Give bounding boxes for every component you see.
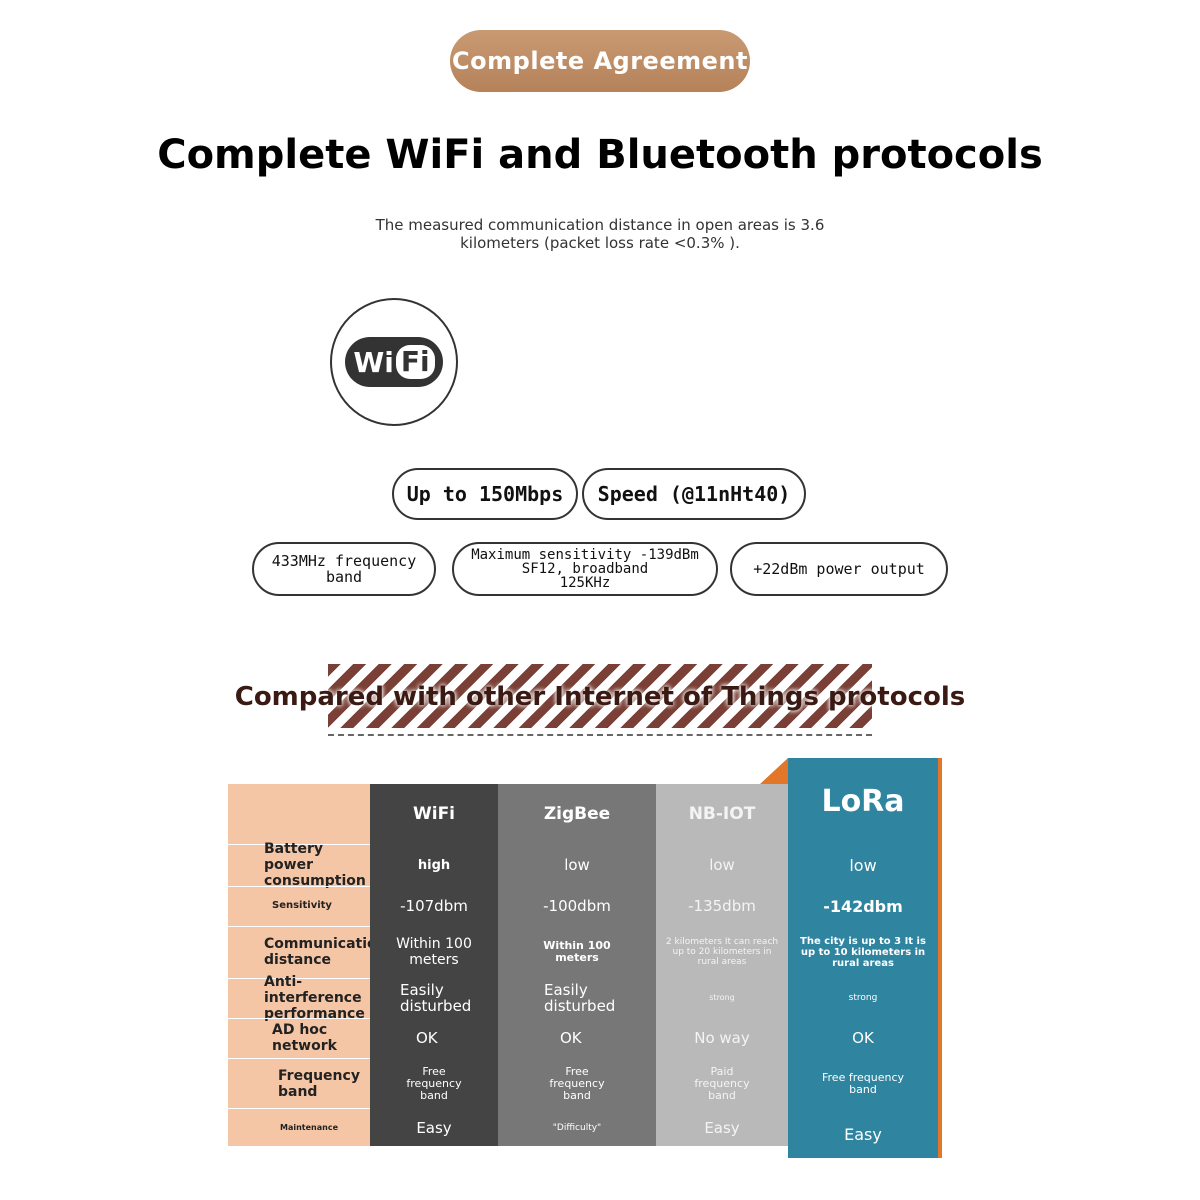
sensitivity-line-1: Maximum sensitivity -139dBm bbox=[471, 547, 699, 563]
row-divider bbox=[228, 1018, 370, 1019]
cell-wifi-anti-interference: Easily disturbed bbox=[400, 981, 472, 1015]
wifi-logo-icon: Wi Fi bbox=[330, 298, 458, 426]
complete-agreement-badge: Complete Agreement bbox=[450, 30, 750, 92]
subtitle: The measured communication distance in o… bbox=[350, 216, 850, 252]
row-divider bbox=[228, 844, 370, 845]
wifi-logo-mark: Wi Fi bbox=[345, 337, 443, 387]
frequency-line-1: 433MHz frequency bbox=[271, 552, 417, 570]
sensitivity-line-2: SF12, broadband bbox=[521, 561, 649, 577]
cell-zigbee-maintenance: "Difficulty" bbox=[552, 1123, 602, 1133]
column-header-lora: LoRa bbox=[821, 783, 905, 819]
wifi-logo-wi: Wi bbox=[353, 345, 394, 379]
row-label-distance: Communication distance bbox=[264, 936, 387, 968]
speed-label: Speed (@11nHt40) bbox=[597, 482, 791, 506]
cell-zigbee-distance: Within 100 meters bbox=[543, 939, 611, 964]
page-title: Complete WiFi and Bluetooth protocols bbox=[157, 132, 1043, 178]
cell-lora-anti-interference: strong bbox=[848, 993, 878, 1003]
cell-nbiot-ad-hoc: No way bbox=[694, 1029, 750, 1047]
cell-wifi-ad-hoc: OK bbox=[416, 1029, 438, 1047]
cell-zigbee-sensitivity: -100dbm bbox=[543, 897, 611, 915]
comparison-title: Compared with other Internet of Things p… bbox=[234, 682, 966, 712]
cell-nbiot-maintenance: Easy bbox=[704, 1119, 740, 1137]
cell-wifi-maintenance: Easy bbox=[416, 1119, 452, 1137]
column-header-zigbee: ZigBee bbox=[543, 804, 611, 824]
cell-wifi-distance: Within 100 meters bbox=[396, 936, 472, 968]
cell-zigbee-frequency: Free frequency band bbox=[549, 1065, 605, 1102]
power-output: +22dBm power output bbox=[753, 560, 925, 578]
column-lora: LoRa low -142dbm The city is up to 3 It … bbox=[788, 758, 942, 1158]
speed-value-pill: Up to 150Mbps bbox=[392, 468, 578, 520]
cell-nbiot-sensitivity: -135dbm bbox=[688, 897, 756, 915]
column-header-nbiot: NB-IOT bbox=[688, 804, 756, 824]
cell-zigbee-battery: low bbox=[564, 856, 590, 874]
speed-label-pill: Speed (@11nHt40) bbox=[582, 468, 806, 520]
cell-lora-battery: low bbox=[849, 855, 877, 875]
column-wifi: WiFi high -107dbm Within 100 meters Easi… bbox=[370, 784, 498, 1146]
cell-wifi-battery: high bbox=[417, 857, 451, 873]
lora-accent-corner bbox=[760, 758, 788, 784]
subtitle-line-2: kilometers (packet loss rate <0.3% ). bbox=[460, 234, 740, 252]
cell-wifi-sensitivity: -107dbm bbox=[400, 897, 468, 915]
row-label-frequency: Frequency band bbox=[278, 1068, 360, 1100]
row-label-anti-interference: Anti-interference performance bbox=[264, 974, 365, 1022]
cell-zigbee-ad-hoc: OK bbox=[560, 1029, 582, 1047]
cell-nbiot-distance: 2 kilometers It can reach up to 20 kilom… bbox=[665, 937, 779, 967]
cell-lora-ad-hoc: OK bbox=[852, 1029, 874, 1047]
column-nbiot: NB-IOT low -135dbm 2 kilometers It can r… bbox=[656, 784, 788, 1146]
wifi-logo-fi: Fi bbox=[395, 345, 435, 379]
sensitivity-pill: Maximum sensitivity -139dBm SF12, broadb… bbox=[452, 542, 718, 596]
cell-lora-maintenance: Easy bbox=[844, 1124, 882, 1144]
comparison-banner-stripes bbox=[328, 664, 872, 728]
frequency-line-2: band bbox=[325, 568, 363, 586]
row-divider bbox=[228, 926, 370, 927]
cell-lora-sensitivity: -142dbm bbox=[823, 896, 903, 916]
speed-value: Up to 150Mbps bbox=[406, 482, 564, 506]
frequency-pill: 433MHz frequency band bbox=[252, 542, 436, 596]
cell-nbiot-battery: low bbox=[709, 856, 735, 874]
row-label-battery: Battery power consumption bbox=[264, 841, 366, 889]
row-label-ad-hoc: AD hoc network bbox=[272, 1022, 337, 1054]
column-zigbee: ZigBee low -100dbm Within 100 meters Eas… bbox=[498, 784, 656, 1146]
row-label-sensitivity: Sensitivity bbox=[272, 900, 332, 911]
cell-lora-frequency: Free frequency band bbox=[822, 1071, 905, 1096]
column-header-wifi: WiFi bbox=[412, 804, 456, 824]
comparison-divider bbox=[328, 734, 872, 736]
row-label-maintenance: Maintenance bbox=[280, 1123, 339, 1132]
sensitivity-line-3: 125KHz bbox=[559, 575, 611, 591]
row-divider bbox=[228, 978, 370, 979]
row-divider bbox=[228, 1058, 370, 1059]
cell-zigbee-anti-interference: Easily disturbed bbox=[544, 981, 616, 1015]
power-pill: +22dBm power output bbox=[730, 542, 948, 596]
cell-wifi-frequency: Free frequency band bbox=[406, 1065, 462, 1102]
row-divider bbox=[228, 886, 370, 887]
row-label-column: Battery power consumption Sensitivity Co… bbox=[228, 784, 387, 1146]
cell-nbiot-anti-interference: strong bbox=[709, 993, 735, 1002]
subtitle-line-1: The measured communication distance in o… bbox=[375, 216, 825, 234]
cell-nbiot-frequency: Paid frequency band bbox=[694, 1065, 750, 1102]
row-divider bbox=[228, 1108, 370, 1109]
cell-lora-distance: The city is up to 3 It is up to 10 kilom… bbox=[800, 935, 926, 969]
